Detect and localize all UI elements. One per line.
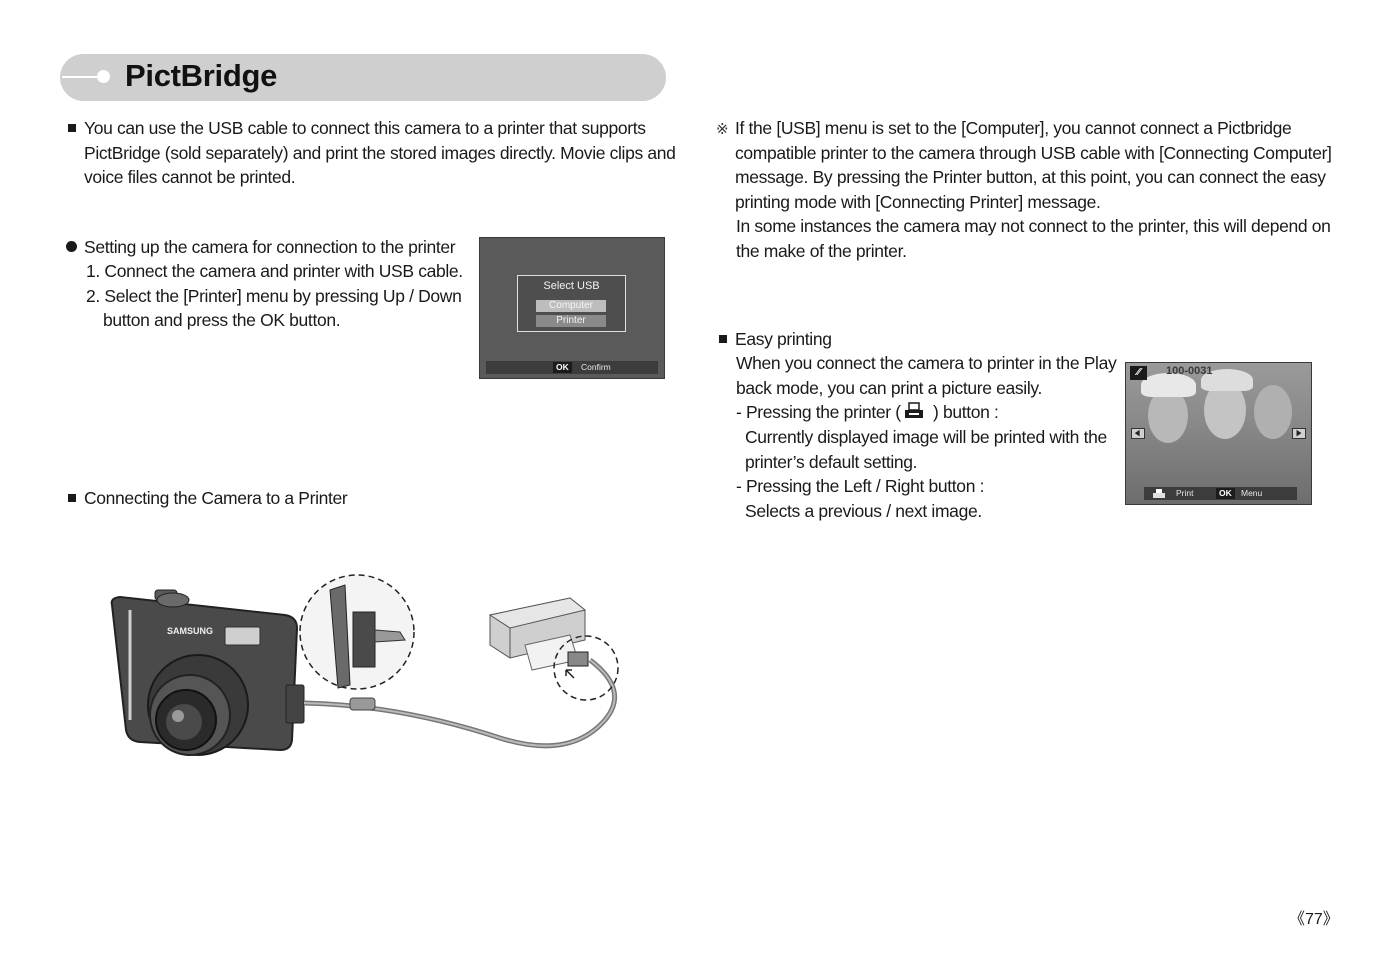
right-arrow-icon [1292,428,1306,439]
easy-line-3-end: ) button : [933,402,999,422]
printer-icon [488,597,587,671]
select-usb-title: Select USB [543,280,600,292]
setup-heading: Setting up the camera for connection to … [84,237,456,257]
square-bullet-icon [68,494,76,502]
confirm-label: Confirm [581,362,611,372]
usb-status-bar: OK Confirm [486,361,658,374]
intro-line-1: You can use the USB cable to connect thi… [84,118,646,138]
usb-option-printer: Printer [536,315,606,327]
easy-line-1: When you connect the camera to printer i… [736,353,1117,373]
note-line-2: compatible printer to the camera through… [735,143,1332,163]
easy-line-6: - Pressing the Left / Right button : [736,476,985,496]
square-bullet-icon [68,124,76,132]
note-line-1: If the [USB] menu is set to the [Compute… [735,118,1292,138]
photo-hat [1141,373,1196,397]
note-line-6: the make of the printer. [736,241,907,261]
setup-step-2-line-1: 2. Select the [Printer] menu by pressing… [86,286,462,306]
setup-step-1: 1. Connect the camera and printer with U… [86,261,463,281]
setup-step-2-line-2: button and press the OK button. [103,310,341,330]
page-title: PictBridge [125,58,278,93]
photo-face [1148,388,1188,443]
left-arrow-icon [1131,428,1145,439]
camera-icon: SAMSUNG [110,589,299,756]
easy-line-5: printer’s default setting. [745,452,918,472]
circle-bullet-icon [66,241,77,252]
photo-hat [1201,369,1253,391]
playback-photo-screen: ⁄⁄ 100-0031 Print OK Menu [1125,362,1312,505]
easy-line-3-start: - Pressing the printer ( [736,402,901,422]
camera-brand-label: SAMSUNG [167,626,213,636]
connect-heading: Connecting the Camera to a Printer [84,488,348,508]
pictbridge-mode-icon: ⁄⁄ [1130,366,1147,380]
file-number: 100-0031 [1166,365,1213,377]
note-line-5: In some instances the camera may not con… [736,216,1331,236]
easy-line-7: Selects a previous / next image. [745,501,982,521]
square-bullet-icon [719,335,727,343]
easy-printing-heading: Easy printing [735,329,832,349]
page-number: 《77》 [1289,911,1339,928]
photo-status-bar: Print OK Menu [1144,487,1297,500]
note-line-3: message. By pressing the Printer button,… [735,167,1326,187]
ok-button-chip: OK [1216,488,1235,499]
easy-line-4: Currently displayed image will be printe… [745,427,1107,447]
printer-button-icon [905,402,923,418]
print-icon [1153,489,1165,498]
select-usb-screen: Select USB Computer Printer OK Confirm [479,237,665,379]
easy-line-2: back mode, you can print a picture easil… [736,378,1042,398]
print-label: Print [1176,488,1194,498]
banner-dot-decoration [97,70,110,83]
select-usb-dialog: Select USB Computer Printer [517,275,626,332]
ok-button-chip: OK [553,362,572,373]
intro-line-2: PictBridge (sold separately) and print t… [84,143,676,163]
photo-face [1254,385,1292,439]
camera-printer-connection-illustration: SAMSUNG [110,574,619,756]
title-banner [60,54,666,101]
menu-label: Menu [1241,488,1263,498]
usb-option-computer: Computer [536,300,606,312]
note-mark: ※ [716,121,729,138]
banner-line-decoration [62,76,102,78]
note-line-4: printing mode with [Connecting Printer] … [735,192,1101,212]
intro-line-3: voice files cannot be printed. [84,167,296,187]
